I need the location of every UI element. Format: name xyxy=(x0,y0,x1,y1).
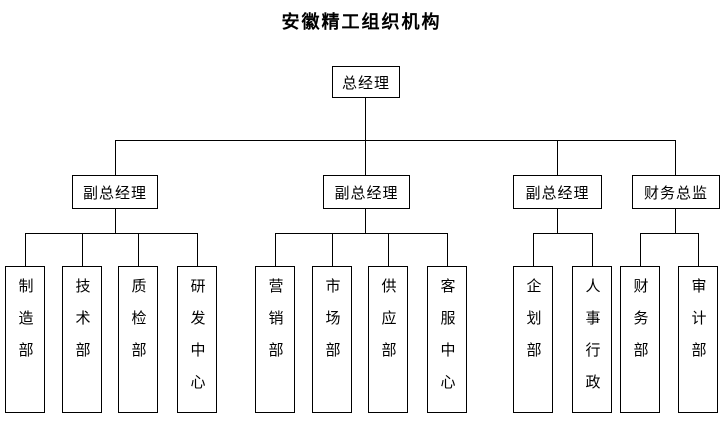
org-node-rd-center: 研发中心 xyxy=(177,266,217,413)
org-node-finance-director: 财务总监 xyxy=(632,175,720,209)
connector-line xyxy=(592,233,593,266)
org-node-marketing-dept: 市场部 xyxy=(312,266,352,413)
connector-line xyxy=(533,233,534,266)
connector-line xyxy=(25,233,26,266)
org-node-quality-inspection-dept: 质检部 xyxy=(118,266,158,413)
org-node-finance-dept: 财务部 xyxy=(620,266,660,413)
connector-line xyxy=(675,209,676,233)
org-node-label: 副总经理 xyxy=(525,183,590,202)
org-node-label: 财务部 xyxy=(631,278,650,374)
org-node-label: 营销部 xyxy=(266,278,285,374)
connector-line xyxy=(365,209,366,233)
org-node-label: 副总经理 xyxy=(82,183,147,202)
chart-title: 安徽精工组织机构 xyxy=(281,12,442,33)
org-node-label: 审计部 xyxy=(689,278,708,374)
connector-line xyxy=(365,140,366,175)
org-node-label: 副总经理 xyxy=(334,183,399,202)
org-node-label: 人事行政 xyxy=(583,278,602,406)
org-node-label: 市场部 xyxy=(323,278,342,374)
org-node-supply-dept: 供应部 xyxy=(368,266,408,413)
org-node-deputy-gm-2: 副总经理 xyxy=(323,175,410,209)
connector-line xyxy=(82,233,83,266)
org-node-customer-service-center: 客服中心 xyxy=(427,266,467,413)
org-node-label: 制造部 xyxy=(16,278,35,374)
org-node-label: 供应部 xyxy=(379,278,398,374)
connector-line xyxy=(388,233,389,266)
connector-line xyxy=(675,140,676,175)
connector-line xyxy=(115,209,116,233)
connector-line xyxy=(115,140,676,141)
connector-line xyxy=(365,98,366,140)
connector-line xyxy=(533,233,592,234)
connector-line xyxy=(332,233,333,266)
connector-line xyxy=(25,233,197,234)
org-node-label: 研发中心 xyxy=(188,278,207,406)
connector-line xyxy=(640,233,641,266)
org-node-hr-admin-dept: 人事行政 xyxy=(572,266,612,413)
connector-line xyxy=(138,233,139,266)
org-node-label: 总经理 xyxy=(341,73,390,92)
org-node-sales-dept: 营销部 xyxy=(255,266,295,413)
connector-line xyxy=(447,233,448,266)
connector-line xyxy=(115,140,116,175)
org-node-technology-dept: 技术部 xyxy=(62,266,102,413)
org-node-audit-dept: 审计部 xyxy=(678,266,718,413)
org-node-general-manager: 总经理 xyxy=(332,66,400,98)
org-node-label: 企划部 xyxy=(524,278,543,374)
connector-line xyxy=(275,233,276,266)
org-node-label: 财务总监 xyxy=(643,183,708,202)
connector-line xyxy=(698,233,699,266)
connector-line xyxy=(557,140,558,175)
connector-line xyxy=(640,233,698,234)
org-node-planning-dept: 企划部 xyxy=(513,266,553,413)
org-node-label: 质检部 xyxy=(129,278,148,374)
org-node-label: 技术部 xyxy=(73,278,92,374)
org-node-deputy-gm-3: 副总经理 xyxy=(513,175,602,209)
org-node-label: 客服中心 xyxy=(438,278,457,406)
connector-line xyxy=(197,233,198,266)
connector-line xyxy=(275,233,447,234)
org-node-deputy-gm-1: 副总经理 xyxy=(72,175,158,209)
org-node-manufacturing-dept: 制造部 xyxy=(5,266,45,413)
connector-line xyxy=(557,209,558,233)
